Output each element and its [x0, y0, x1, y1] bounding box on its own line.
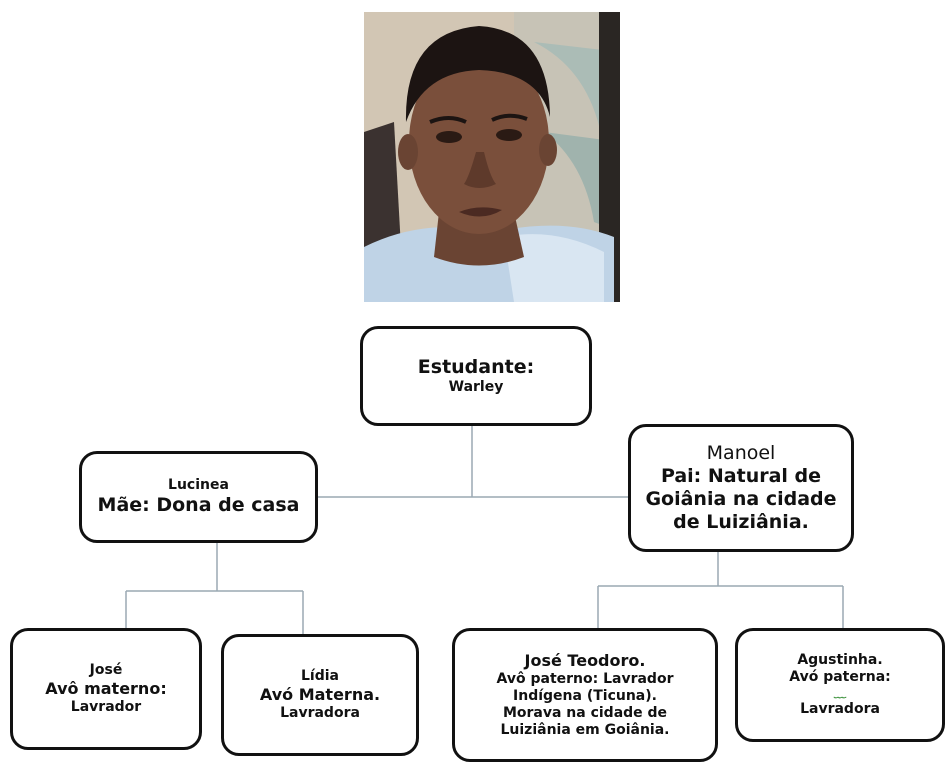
maternal-grandfather-node: José Avô materno: Lavrador — [10, 628, 202, 750]
paternal-grandmother-node: Agustinha. Avó paterna: ﹏ Lavradora — [735, 628, 945, 742]
maternal-grandfather-job: Lavrador — [70, 698, 142, 715]
maternal-grandmother-role: Avó Materna. — [259, 685, 381, 705]
paternal-grandmother-name: Agustinha. — [797, 652, 883, 669]
father-name: Manoel — [706, 441, 776, 464]
paternal-grandfather-line4: Luiziânia em Goiânia. — [500, 721, 670, 738]
father-line2: Goiânia na cidade — [645, 488, 837, 510]
portrait-illustration — [364, 12, 620, 302]
maternal-grandmother-name: Lídia — [301, 668, 339, 685]
paternal-grandfather-node: José Teodoro. Avô paterno: Lavrador Indí… — [452, 628, 718, 762]
paternal-grandmother-role-line: Avó paterna: ﹏ — [789, 669, 891, 701]
maternal-grandmother-node: Lídia Avó Materna. Lavradora — [221, 634, 419, 756]
mother-role: Mãe: Dona de casa — [97, 493, 300, 516]
maternal-grandmother-job: Lavradora — [280, 704, 360, 721]
student-photo — [364, 12, 620, 302]
father-line3: de Luiziânia. — [673, 511, 809, 534]
father-line1: Pai: Natural de — [660, 464, 822, 487]
student-name: Warley — [448, 379, 504, 396]
father-node: Manoel Pai: Natural de Goiânia na cidade… — [628, 424, 854, 552]
mother-name: Lucinea — [168, 476, 229, 493]
student-title: Estudante: — [417, 355, 535, 378]
maternal-grandfather-role: Avô materno: — [45, 679, 167, 699]
paternal-grandfather-line2: Indígena (Ticuna). — [513, 687, 657, 704]
paternal-grandmother-role: Avó paterna: — [789, 669, 891, 686]
paternal-grandmother-job: Lavradora — [800, 700, 880, 717]
paternal-grandfather-line3: Morava na cidade de — [502, 704, 668, 721]
student-node: Estudante: Warley — [360, 326, 592, 426]
mother-node: Lucinea Mãe: Dona de casa — [79, 451, 318, 543]
paternal-grandfather-name: José Teodoro. — [524, 651, 646, 671]
maternal-grandfather-name: José — [89, 662, 123, 679]
paternal-grandfather-line1: Avô paterno: Lavrador — [496, 670, 674, 687]
spellcheck-marker: ﹏ — [833, 686, 846, 701]
